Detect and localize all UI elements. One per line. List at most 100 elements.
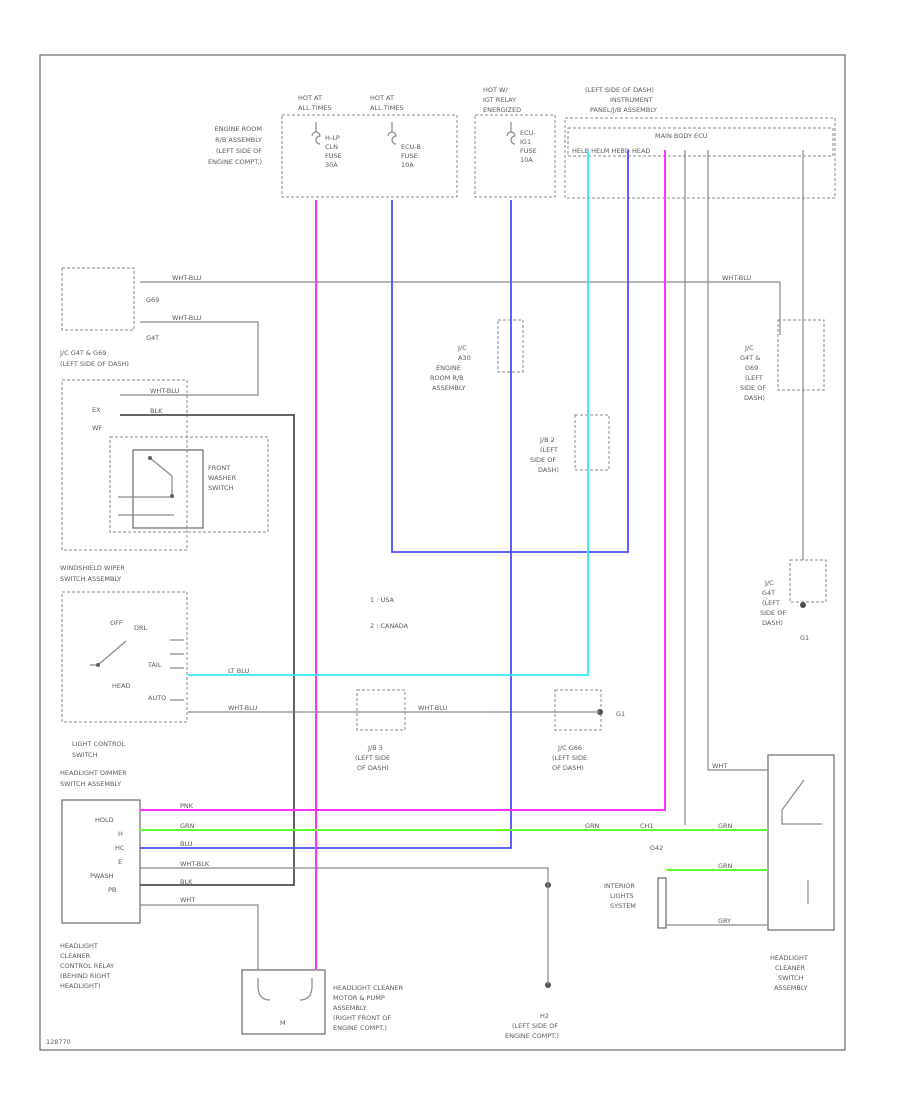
jb3-label-3: OF DASH) (357, 764, 389, 772)
footer-code: 128770 (46, 1038, 71, 1046)
motor-label-4: (RIGHT FRONT OF (333, 1014, 391, 1022)
diagram-frame (39, 54, 846, 1051)
lbl-grn-interior: GRN (718, 862, 733, 870)
motor-symbol (257, 978, 313, 1001)
lbl-blk-pwash: BLK (180, 878, 193, 886)
wire-wht-blu-g4t (120, 321, 259, 396)
cleaner-relay-label-1: HEADLIGHT (60, 942, 98, 950)
light-off-label: OFF (110, 619, 123, 627)
front-washer-label-3: SWITCH (208, 484, 234, 492)
ex-label: EX (92, 406, 101, 414)
light-auto-label: AUTO (148, 694, 166, 702)
jc-right-label-6: DASH) (744, 394, 765, 402)
jc-ga-label-2: (LEFT SIDE OF DASH) (60, 360, 129, 368)
jb2-label-1: J/B 2 (539, 436, 555, 444)
jc-engine-label-5: ASSEMBLY (432, 384, 466, 392)
jc-g4t-right: J/C G4T (LEFT SIDE OF DASH) G1 (760, 559, 827, 642)
cleaner-motor-pump: M HEADLIGHT CLEANER MOTOR & PUMP ASSEMBL… (241, 969, 404, 1035)
lbl-grn-h-2: GRN (585, 822, 600, 830)
dimmer-label-2: SWITCH ASSEMBLY (60, 780, 121, 788)
jc-right-label-3: G69 (745, 364, 758, 372)
fuse-ecub-symbol (387, 122, 397, 145)
cleaner-relay-label-2: CLEANER (60, 952, 91, 960)
cleaner-relay-box (61, 799, 141, 924)
wire-blu-loop (391, 150, 629, 553)
cleaner-switch-symbol (781, 779, 822, 904)
hot-left-1: HOT AT (298, 94, 322, 102)
wf-label: WF (92, 424, 102, 432)
jc-right-label-5: SIDE OF (740, 384, 766, 392)
lbl-blk-wf: BLK (150, 407, 163, 415)
h2-label-2: (LEFT SIDE OF (512, 1022, 558, 1030)
lbl-wht-blk-e: WHT-BLK (180, 860, 210, 868)
fuse-ecuig-label-3: FUSE (520, 147, 537, 155)
cleaner-switch-label-4: ASSEMBLY (774, 984, 808, 992)
jc-g66: G1 J/C G66 (LEFT SIDE OF DASH) (552, 689, 625, 772)
wire-wht-right (707, 150, 768, 771)
h2-connector: H2 (LEFT SIDE OF ENGINE COMPT.) (505, 882, 559, 1040)
jc-g4t-label-3: (LEFT (762, 599, 780, 607)
ecu-pins-label: HELB HELM HEBD HEAD (572, 147, 650, 155)
g69-label: G69 (146, 296, 159, 304)
engine-room-label-3: (LEFT SIDE OF (216, 147, 262, 155)
h2-label-1: H2 (540, 1012, 549, 1020)
cleaner-switch-label-3: SWITCH (778, 974, 804, 982)
jc-g66-label-3: OF DASH) (552, 764, 584, 772)
lbl-grn-h: GRN (180, 822, 195, 830)
lbl-wht-blu-top-right: WHT-BLU (722, 274, 752, 282)
dash-left-3: PANEL/J/B ASSEMBLY (590, 106, 657, 114)
wire-blu-relay (140, 200, 512, 849)
relay-fuse-area: HOT W/ IGT RELAY ENERGIZED ECU- IG1 FUSE… (474, 86, 556, 198)
engine-room-label: ENGINE ROOM (215, 125, 262, 133)
windshield-label-1: WINDSHIELD WIPER (60, 564, 125, 572)
jc-engine-label-4: ROOM R/B (430, 374, 464, 382)
fuse-hlp-symbol (311, 122, 321, 145)
dash-left-2: INSTRUMENT (610, 96, 653, 104)
lbl-wht-switch: WHT (712, 762, 727, 770)
headlight-cleaner-switch: HEADLIGHT CLEANER SWITCH ASSEMBLY (767, 754, 835, 992)
jc-engine-room: J/C A30 ENGINE ROOM R/B ASSEMBLY (430, 319, 524, 392)
wire-pnk-hold (140, 150, 666, 811)
lbl-wht-pb: WHT (180, 896, 195, 904)
wire-labels: WHT-BLU WHT-BLU WHT-BLU WHT-BLU BLK LT B… (150, 274, 752, 925)
jb3-label-2: (LEFT SIDE (355, 754, 390, 762)
light-control-switch: OFF DRL TAIL HEAD AUTO LIGHT CONTROL SWI… (61, 591, 188, 759)
interior-lights-system: INTERIOR LIGHTS SYSTEM G42 (604, 844, 667, 929)
windshield-label-2: SWITCH ASSEMBLY (60, 575, 121, 583)
jc-g4t-label-2: G4T (762, 589, 775, 597)
light-ctrl-label-1: LIGHT CONTROL (72, 740, 126, 748)
motor-label-5: ENGINE COMPT.) (333, 1024, 387, 1032)
light-switch-symbol (90, 639, 184, 701)
jc-g4t-label-4: SIDE OF (760, 609, 786, 617)
lbl-blu-hc: BLU (180, 840, 193, 848)
cleaner-switch-label-1: HEADLIGHT (770, 954, 808, 962)
front-washer-label-1: FRONT (208, 464, 230, 472)
cleaner-switch-label-2: CLEANER (775, 964, 806, 972)
g42-label: G42 (650, 844, 663, 852)
jb2-label-2: (LEFT (540, 446, 558, 454)
lbl-wht-blu-top-left: WHT-BLU (172, 274, 202, 282)
jb2-label-3: SIDE OF (530, 456, 556, 464)
cleaner-relay-label-5: HEADLIGHT) (60, 982, 100, 990)
cleaner-relay-label-3: CONTROL RELAY (60, 962, 114, 970)
fuse-ecuig-symbol (506, 122, 516, 145)
jc-ga-label-1: J/C G4T & G69 (59, 349, 106, 357)
jc-right-label-1: J/C (744, 344, 754, 352)
dimmer-label-1: HEADLIGHT DIMMER (60, 769, 127, 777)
fuse-ecub-label-3: 10A (401, 161, 414, 169)
lbl-wht-blu-ex: WHT-BLU (150, 387, 180, 395)
hot-relay-1: HOT W/ (483, 86, 508, 94)
jc-g4t-label-5: DASH) (762, 619, 783, 627)
lbl-gry-interior: GRY (718, 917, 731, 925)
lbl-pnk-hold: PNK (180, 802, 194, 810)
pin-pb: PB (108, 886, 116, 894)
fuse-ecuig-label-1: ECU- (520, 129, 536, 137)
headlight-dimmer-relay: HEADLIGHT DIMMER SWITCH ASSEMBLY HOLD H … (60, 769, 141, 990)
wire-lt-blu (188, 150, 589, 676)
ground-point-right (800, 602, 806, 608)
g-right-label: G1 (800, 634, 809, 642)
jc-engine-label-1: J/C (457, 344, 467, 352)
fuse-ecuig-label-2: IG1 (520, 138, 531, 146)
washer-switch-symbol (118, 457, 174, 516)
